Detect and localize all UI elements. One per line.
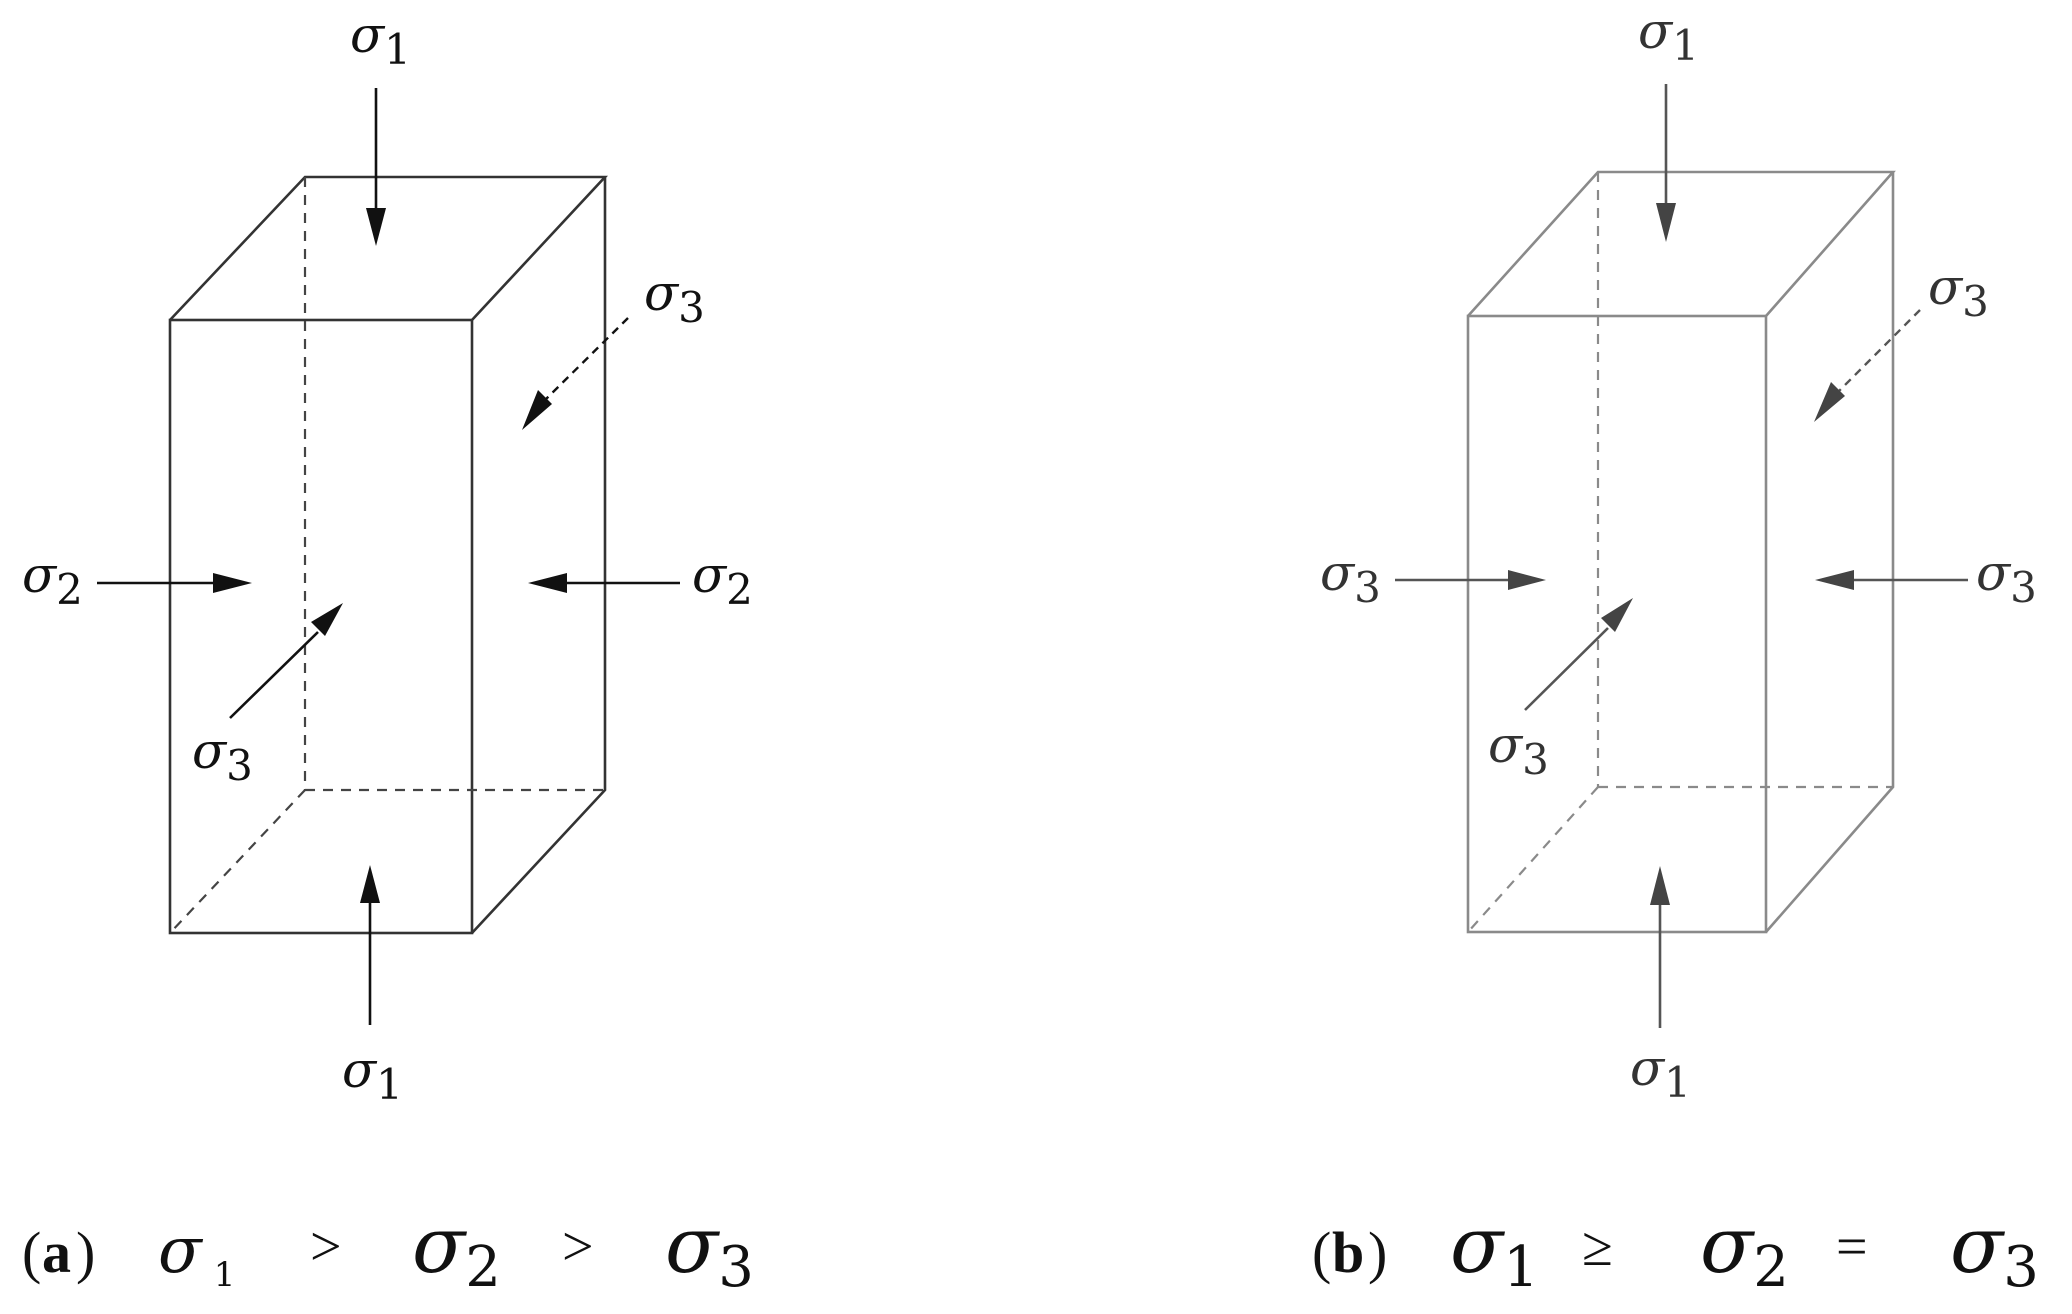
panel-b-label-front: σ3 xyxy=(1488,716,1549,784)
panel-b-caption-sigma1: σ1 xyxy=(1450,1201,1539,1300)
panel-a-label-right: σ2 xyxy=(692,546,753,614)
panel-b-caption-sigma2: σ2 xyxy=(1700,1201,1789,1300)
panel-a-front-face xyxy=(168,318,474,935)
panel-b: σ1 σ1 σ3 σ3 σ3 σ3 ( b ) σ1 ≥ σ2 = σ3 xyxy=(1312,2,2039,1300)
panel-b-label-bottom: σ1 xyxy=(1630,1039,1691,1107)
panel-b-caption-sigma3: σ3 xyxy=(1950,1201,2039,1300)
panel-b-caption-open-paren: ( xyxy=(1312,1220,1331,1285)
panel-a-caption-close-paren: ) xyxy=(76,1220,95,1285)
panel-a-bottom-arrow xyxy=(360,865,380,1025)
panel-b-front-face xyxy=(1466,314,1768,934)
panel-a-caption-sigma2: σ2 xyxy=(412,1201,501,1300)
panel-b-caption: ( b ) σ1 ≥ σ2 = σ3 xyxy=(1312,1201,2039,1300)
panel-a-back-arrow xyxy=(522,317,629,430)
panel-a-label-back: σ3 xyxy=(644,264,705,332)
panel-a-caption-op1: > xyxy=(310,1216,342,1278)
panel-a-hidden-diagonal-edge xyxy=(169,789,306,934)
panel-b-back-arrow xyxy=(1814,309,1921,422)
panel-a-caption-open-paren: ( xyxy=(22,1220,41,1285)
panel-a-right-arrow xyxy=(528,573,680,593)
panel-b-label-top: σ1 xyxy=(1638,2,1699,70)
panel-a-caption-letter: a xyxy=(42,1220,71,1285)
panel-a-top-face xyxy=(169,175,608,321)
panel-b-caption-close-paren: ) xyxy=(1368,1220,1387,1285)
panel-b-top-face xyxy=(1467,170,1896,317)
panel-b-left-arrow xyxy=(1395,570,1546,590)
panel-a-label-top: σ1 xyxy=(350,6,411,74)
panel-a-front-arrow xyxy=(229,603,343,719)
panel-a-label-left: σ2 xyxy=(22,546,83,614)
panel-a-top-arrow xyxy=(366,88,386,246)
panel-a-prism xyxy=(168,175,608,935)
panel-b-caption-op2: = xyxy=(1836,1216,1868,1278)
panel-b-label-back: σ3 xyxy=(1928,258,1989,326)
panel-a-right-face xyxy=(471,177,607,934)
panel-b-label-left: σ3 xyxy=(1320,544,1381,612)
panel-a-label-front: σ3 xyxy=(192,722,253,790)
panel-b-hidden-diagonal-edge xyxy=(1467,786,1599,933)
panel-b-caption-op1: ≥ xyxy=(1582,1216,1613,1278)
panel-b-front-arrow xyxy=(1524,598,1633,711)
panel-a-left-arrow xyxy=(97,573,252,593)
panel-b-prism xyxy=(1466,170,1896,934)
panel-b-caption-letter: b xyxy=(1332,1220,1364,1285)
panel-a-caption-op2: > xyxy=(562,1216,594,1278)
panel-a-label-bottom: σ1 xyxy=(342,1041,403,1109)
panel-b-right-arrow xyxy=(1815,570,1968,590)
panel-a-caption-sigma3: σ3 xyxy=(665,1201,754,1300)
panel-b-label-right: σ3 xyxy=(1976,544,2037,612)
panel-b-right-face xyxy=(1765,172,1895,933)
panel-b-bottom-arrow xyxy=(1650,866,1670,1028)
panel-b-top-arrow xyxy=(1656,84,1676,242)
